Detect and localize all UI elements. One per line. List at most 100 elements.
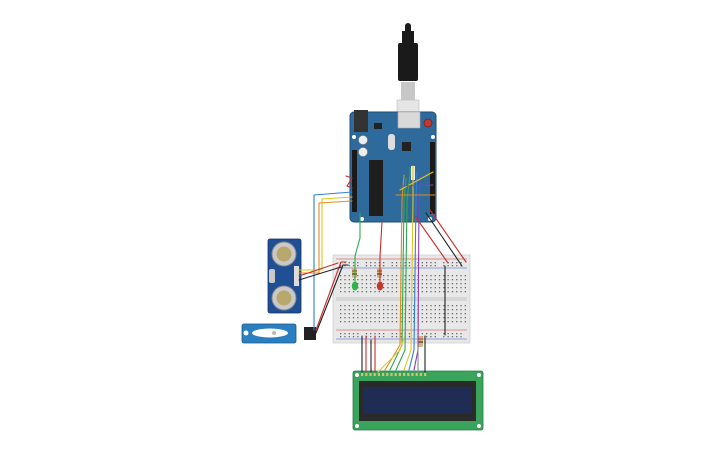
rail-hole xyxy=(443,336,445,338)
breadboard-hole xyxy=(348,305,350,307)
servo-horn-icon[interactable] xyxy=(252,328,288,338)
wire-servo-power[interactable] xyxy=(315,261,347,331)
lcd-pin xyxy=(398,373,401,376)
breadboard-hole xyxy=(344,291,346,293)
rail-hole xyxy=(430,336,432,338)
wire-sensor-trig[interactable] xyxy=(298,196,353,271)
reset-button[interactable] xyxy=(423,118,433,128)
rail-hole xyxy=(370,262,372,264)
wire-servo-signal[interactable] xyxy=(313,191,353,331)
wire-lcd-enable[interactable] xyxy=(389,177,407,371)
rail-hole xyxy=(451,333,454,335)
wire-vcc-jumper[interactable] xyxy=(414,215,449,264)
breadboard-hole xyxy=(447,291,449,293)
wire-gnd-rail[interactable] xyxy=(425,212,463,267)
breadboard-hole xyxy=(387,291,389,293)
breadboard-hole xyxy=(404,291,406,293)
breadboard-hole xyxy=(344,313,346,315)
breadboard-hole xyxy=(426,275,428,277)
breadboard-hole xyxy=(365,321,368,323)
breadboard-hole xyxy=(357,291,359,293)
wire-header-jumper[interactable] xyxy=(399,171,434,191)
breadboard-hole xyxy=(383,279,385,281)
breadboard-hole xyxy=(413,313,415,315)
breadboard-hole xyxy=(434,309,436,311)
rail-hole xyxy=(395,333,398,335)
breadboard-hole xyxy=(378,313,380,315)
servo-shaft xyxy=(272,331,276,335)
lcd-pin xyxy=(365,373,368,376)
breadboard-hole xyxy=(404,275,406,277)
wire-lcd-jumper[interactable] xyxy=(377,337,405,373)
rail-hole xyxy=(365,333,368,335)
rail-hole xyxy=(357,336,359,338)
breadboard-hole xyxy=(340,313,342,315)
breadboard-hole xyxy=(443,283,445,285)
wire-sensor-gnd[interactable] xyxy=(298,266,342,281)
mount-hole xyxy=(360,217,364,221)
arduino-uno-board[interactable] xyxy=(349,110,437,223)
wire-servo-ground[interactable] xyxy=(315,264,349,334)
rail-hole xyxy=(357,265,359,267)
wire-sensor-vcc[interactable] xyxy=(298,262,339,277)
breadboard-hole xyxy=(391,305,393,307)
wire-lcd-d4[interactable] xyxy=(395,167,411,371)
breadboard-hole xyxy=(391,283,393,285)
crystal-icon xyxy=(269,269,275,283)
breadboard-hole xyxy=(374,279,376,281)
rail-hole xyxy=(395,265,398,267)
rail-hole xyxy=(434,262,436,264)
breadboard-hole xyxy=(460,317,462,319)
breadboard-hole xyxy=(421,305,423,307)
breadboard-hole xyxy=(387,279,389,281)
breadboard-hole xyxy=(447,309,449,311)
breadboard-hole xyxy=(361,305,363,307)
wire-header-jumper[interactable] xyxy=(402,184,434,187)
breadboard-hole xyxy=(357,275,359,277)
usb-cable[interactable] xyxy=(396,23,420,119)
lcd-pin xyxy=(386,373,389,376)
breadboard-hole xyxy=(340,279,342,281)
analog-power-header xyxy=(352,150,357,212)
breadboard-hole xyxy=(434,279,436,281)
ultrasonic-distance-sensor[interactable] xyxy=(267,238,302,314)
wire-5v-rail[interactable] xyxy=(429,209,467,263)
breadboard-hole xyxy=(447,279,449,281)
red-led[interactable] xyxy=(376,281,384,291)
rail-hole xyxy=(434,265,436,267)
wire-arduino-5v[interactable] xyxy=(345,175,353,189)
lcd-pin xyxy=(407,373,410,376)
breadboard-holes xyxy=(340,262,466,338)
micro-servo[interactable] xyxy=(241,323,316,344)
breadboard-hole xyxy=(421,317,423,319)
rail-hole xyxy=(348,333,350,335)
breadboard-hole xyxy=(464,287,466,289)
breadboard-hole xyxy=(413,291,415,293)
breadboard-hole xyxy=(391,279,393,281)
transducer-mesh xyxy=(276,246,292,262)
breadboard-hole xyxy=(391,317,393,319)
lcd-pin xyxy=(394,373,397,376)
breadboard-hole xyxy=(340,305,342,307)
resistor-lcd[interactable] xyxy=(418,336,423,347)
lcd-16x2[interactable] xyxy=(352,370,484,431)
breadboard-hole xyxy=(456,287,458,289)
wire-lcd-d7[interactable] xyxy=(413,174,421,371)
breadboard-hole xyxy=(421,309,423,311)
wire-red-led[interactable] xyxy=(379,221,383,282)
breadboard-hole xyxy=(460,275,462,277)
breadboard-hole xyxy=(361,283,363,285)
breadboard-hole xyxy=(456,309,458,311)
atmega-chip xyxy=(369,160,383,216)
wire-green-led[interactable] xyxy=(354,212,361,282)
rail-hole xyxy=(352,262,355,264)
breadboard-hole xyxy=(383,309,385,311)
breadboard-hole xyxy=(451,279,454,281)
green-led[interactable] xyxy=(351,281,359,291)
rail-hole xyxy=(421,333,423,335)
rail-hole xyxy=(378,333,380,335)
rail-hole xyxy=(340,336,342,338)
rail-hole xyxy=(374,265,376,267)
breadboard-hole xyxy=(370,287,372,289)
rail-hole xyxy=(344,262,346,264)
